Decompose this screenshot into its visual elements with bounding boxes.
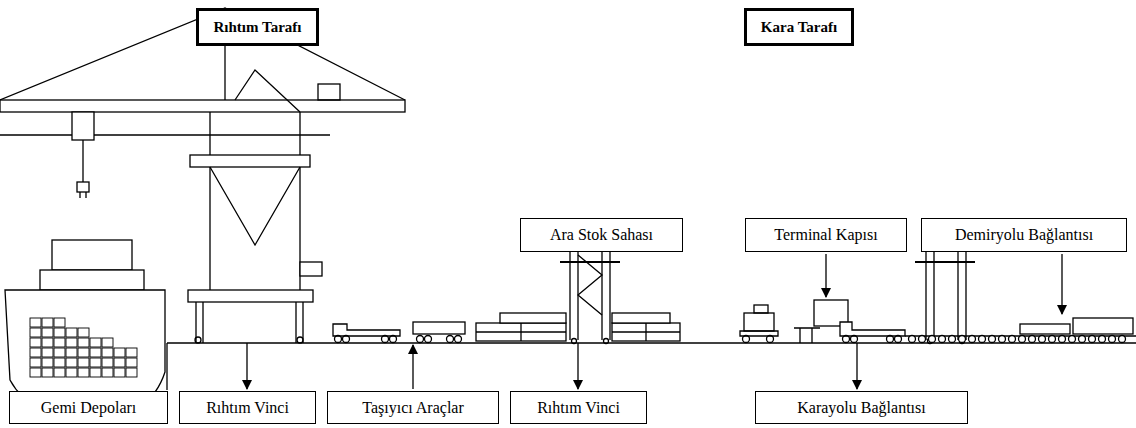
ship-container	[30, 368, 41, 377]
label-text: Karayolu Bağlantısı	[797, 399, 925, 417]
ship-container	[42, 348, 53, 357]
rail-wheel	[1039, 336, 1046, 343]
rail-wheel	[1059, 336, 1066, 343]
ship-container	[42, 338, 53, 347]
ship-container	[114, 348, 125, 357]
ship-container	[90, 348, 101, 357]
area-label-box: Ara Stok Sahası	[520, 218, 683, 252]
ship-container	[54, 338, 65, 347]
terminal-gate	[794, 300, 905, 343]
rail-wheel	[1099, 336, 1106, 343]
ship-container	[66, 348, 77, 357]
part-label-box: Taşıyıcı Araçlar	[327, 391, 499, 424]
quay-crane	[0, 8, 405, 343]
ship-container	[78, 368, 89, 377]
ship-container	[102, 348, 113, 357]
ship-container	[30, 338, 41, 347]
ship-container	[66, 328, 77, 337]
ship-container	[126, 368, 137, 377]
label-text: Rıhtım Vinci	[206, 399, 289, 417]
leader-arrows	[167, 254, 1062, 390]
carrier-vehicles	[333, 322, 465, 343]
rail-wheel	[1009, 336, 1016, 343]
label-text: Ara Stok Sahası	[550, 226, 653, 244]
ship-container	[54, 328, 65, 337]
straddle-carrier	[740, 305, 778, 343]
rail-wheel	[1069, 336, 1076, 343]
part-label-box: Gemi Depoları	[9, 391, 168, 424]
ship-container	[78, 348, 89, 357]
label-text: Rıhtım Vinci	[537, 399, 620, 417]
ship-container	[42, 318, 53, 327]
rail-wheel	[1019, 336, 1026, 343]
rail-wheel	[1049, 336, 1056, 343]
area-label-box: Terminal Kapısı	[745, 218, 907, 252]
ship-container	[114, 358, 125, 367]
label-text: Kara Tarafı	[761, 19, 837, 36]
ship-container	[30, 348, 41, 357]
ship-container	[126, 358, 137, 367]
label-text: Gemi Depoları	[41, 399, 137, 417]
ship-container	[30, 328, 41, 337]
ship-container	[114, 368, 125, 377]
side-heading: Rıhtım Tarafı	[196, 8, 319, 46]
rail-cars	[905, 318, 1136, 343]
rail-wheel	[939, 336, 946, 343]
ship-container	[66, 338, 77, 347]
ship-container	[30, 318, 41, 327]
label-text: Rıhtım Tarafı	[214, 19, 302, 36]
ship-container	[54, 358, 65, 367]
rail-wheel	[949, 336, 956, 343]
ship-container	[54, 368, 65, 377]
rail-wheel	[1079, 336, 1086, 343]
rail-wheel	[1119, 336, 1126, 343]
rail-wheel	[979, 336, 986, 343]
rail-wheel	[909, 336, 916, 343]
ship-container	[78, 338, 89, 347]
rail-wheel	[1029, 336, 1036, 343]
ship-container	[42, 328, 53, 337]
rail-wheel	[959, 336, 966, 343]
ship-container	[42, 368, 53, 377]
ship-container	[30, 358, 41, 367]
part-label-box: Karayolu Bağlantısı	[755, 391, 968, 424]
rail-wheel	[999, 336, 1006, 343]
rail-wheel	[1109, 336, 1116, 343]
ship-container	[66, 358, 77, 367]
ship-container	[54, 348, 65, 357]
ship-container	[90, 338, 101, 347]
rail-wheel	[969, 336, 976, 343]
ship-container	[102, 368, 113, 377]
area-label-box: Demiryolu Bağlantısı	[921, 218, 1127, 252]
ship-container	[90, 358, 101, 367]
label-text: Taşıyıcı Araçlar	[362, 399, 464, 417]
ship-container	[78, 358, 89, 367]
rail-wheel	[919, 336, 926, 343]
ship-container	[126, 348, 137, 357]
ship-container	[90, 368, 101, 377]
label-text: Terminal Kapısı	[774, 226, 877, 244]
side-heading: Kara Tarafı	[744, 8, 854, 46]
rail-wheel	[1089, 336, 1096, 343]
rail-wheel	[929, 336, 936, 343]
part-label-box: Rıhtım Vinci	[510, 391, 647, 424]
ship-container	[102, 358, 113, 367]
ship-container	[78, 328, 89, 337]
ship-container	[54, 318, 65, 327]
part-label-box: Rıhtım Vinci	[179, 391, 316, 424]
ship-container	[102, 338, 113, 347]
ship-container	[66, 368, 77, 377]
label-text: Demiryolu Bağlantısı	[955, 226, 1093, 244]
rail-wheel	[989, 336, 996, 343]
ship-container	[42, 358, 53, 367]
